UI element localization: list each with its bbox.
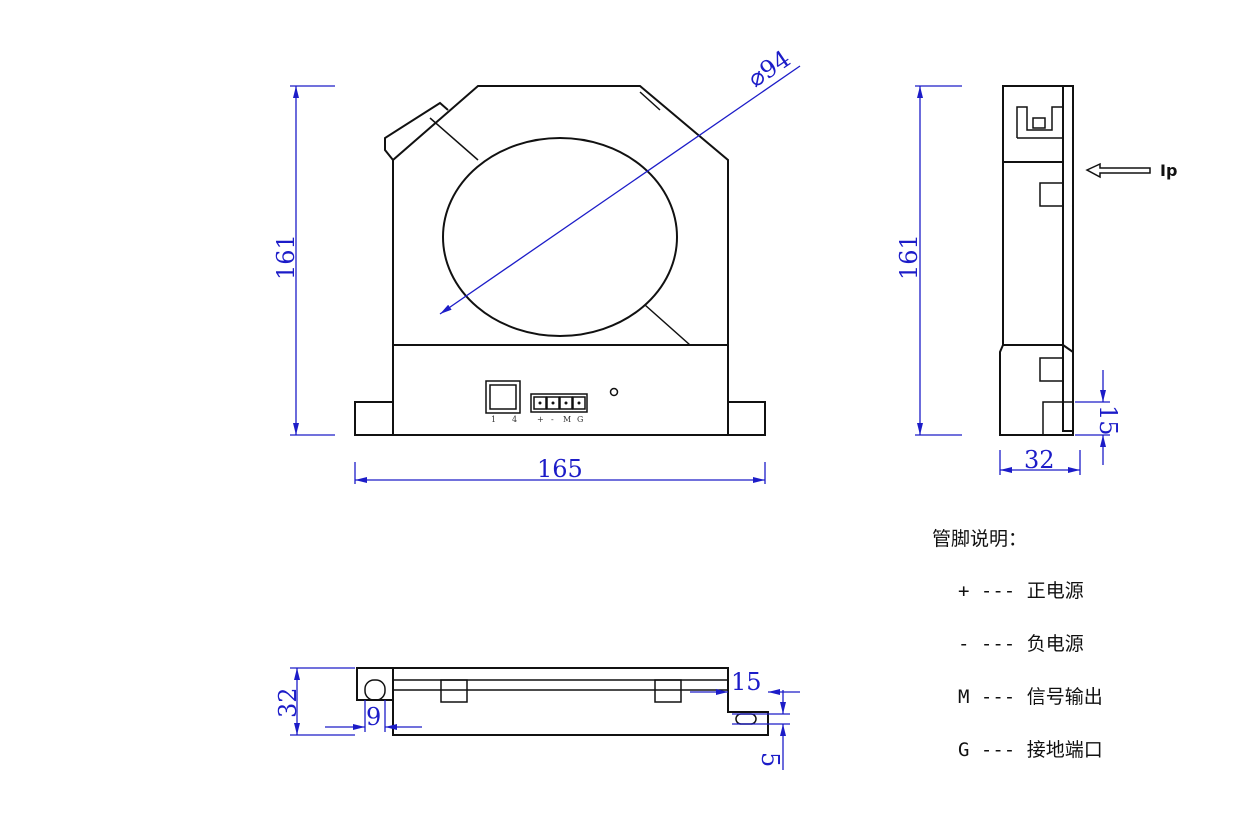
legend-desc: 正电源 [1026, 580, 1084, 602]
pin-label: - [551, 415, 554, 424]
current-direction-arrow [1085, 162, 1151, 179]
side-foot-label: 15 [1094, 405, 1122, 436]
legend-pin: + [958, 580, 970, 602]
legend-pin: - [958, 633, 970, 655]
side-depth-label: 32 [1024, 446, 1055, 474]
side-view: Ip 161 32 15 [895, 85, 1177, 475]
legend-item: G --- 接地端口 [958, 735, 1103, 762]
pin-label: M [563, 415, 571, 424]
right-foot [727, 401, 766, 436]
legend-sep: --- [980, 739, 1016, 761]
width-label: 165 [537, 455, 583, 483]
front-view: 1 4 + - M G 161 165 ⌀94 [272, 45, 801, 484]
aperture [442, 137, 678, 337]
legend-sep: --- [980, 633, 1016, 655]
legend-sep: --- [980, 580, 1016, 602]
legend-pin: M [958, 686, 970, 708]
height-label: 161 [272, 234, 300, 280]
legend-title: 管脚说明： [932, 528, 1028, 550]
legend-item: + --- 正电源 [958, 576, 1084, 603]
legend-desc: 信号输出 [1026, 686, 1103, 708]
diameter-label: ⌀94 [743, 45, 796, 93]
connector-power-signal [530, 393, 588, 413]
clip-tab [384, 101, 449, 161]
bottom-depth-label: 32 [274, 687, 302, 718]
pin-label: G [577, 415, 583, 424]
left-foot [354, 401, 394, 436]
bottom-view: 32 9 15 5 [274, 667, 800, 770]
legend-item: M --- 信号输出 [958, 682, 1103, 709]
current-label: Ip [1160, 161, 1177, 180]
legend-pin: G [958, 739, 970, 761]
pin-label: 4 [512, 415, 517, 424]
legend-sep: --- [980, 686, 1016, 708]
zero-adjust-icon [609, 387, 619, 397]
pin-label: + [537, 415, 544, 424]
pin-label: 1 [491, 415, 496, 424]
bottom-slot-height-label: 5 [756, 752, 784, 767]
front-base [392, 344, 729, 436]
bottom-hole-label: 9 [366, 703, 381, 731]
bottom-slot-width-label: 15 [731, 668, 762, 696]
diameter-dimension [439, 65, 801, 315]
connector-1-4 [485, 380, 521, 414]
legend-desc: 负电源 [1026, 633, 1084, 655]
side-height-label: 161 [895, 234, 923, 280]
legend-item: - --- 负电源 [958, 629, 1084, 656]
legend-desc: 接地端口 [1026, 739, 1103, 761]
front-body-outline [392, 85, 729, 345]
